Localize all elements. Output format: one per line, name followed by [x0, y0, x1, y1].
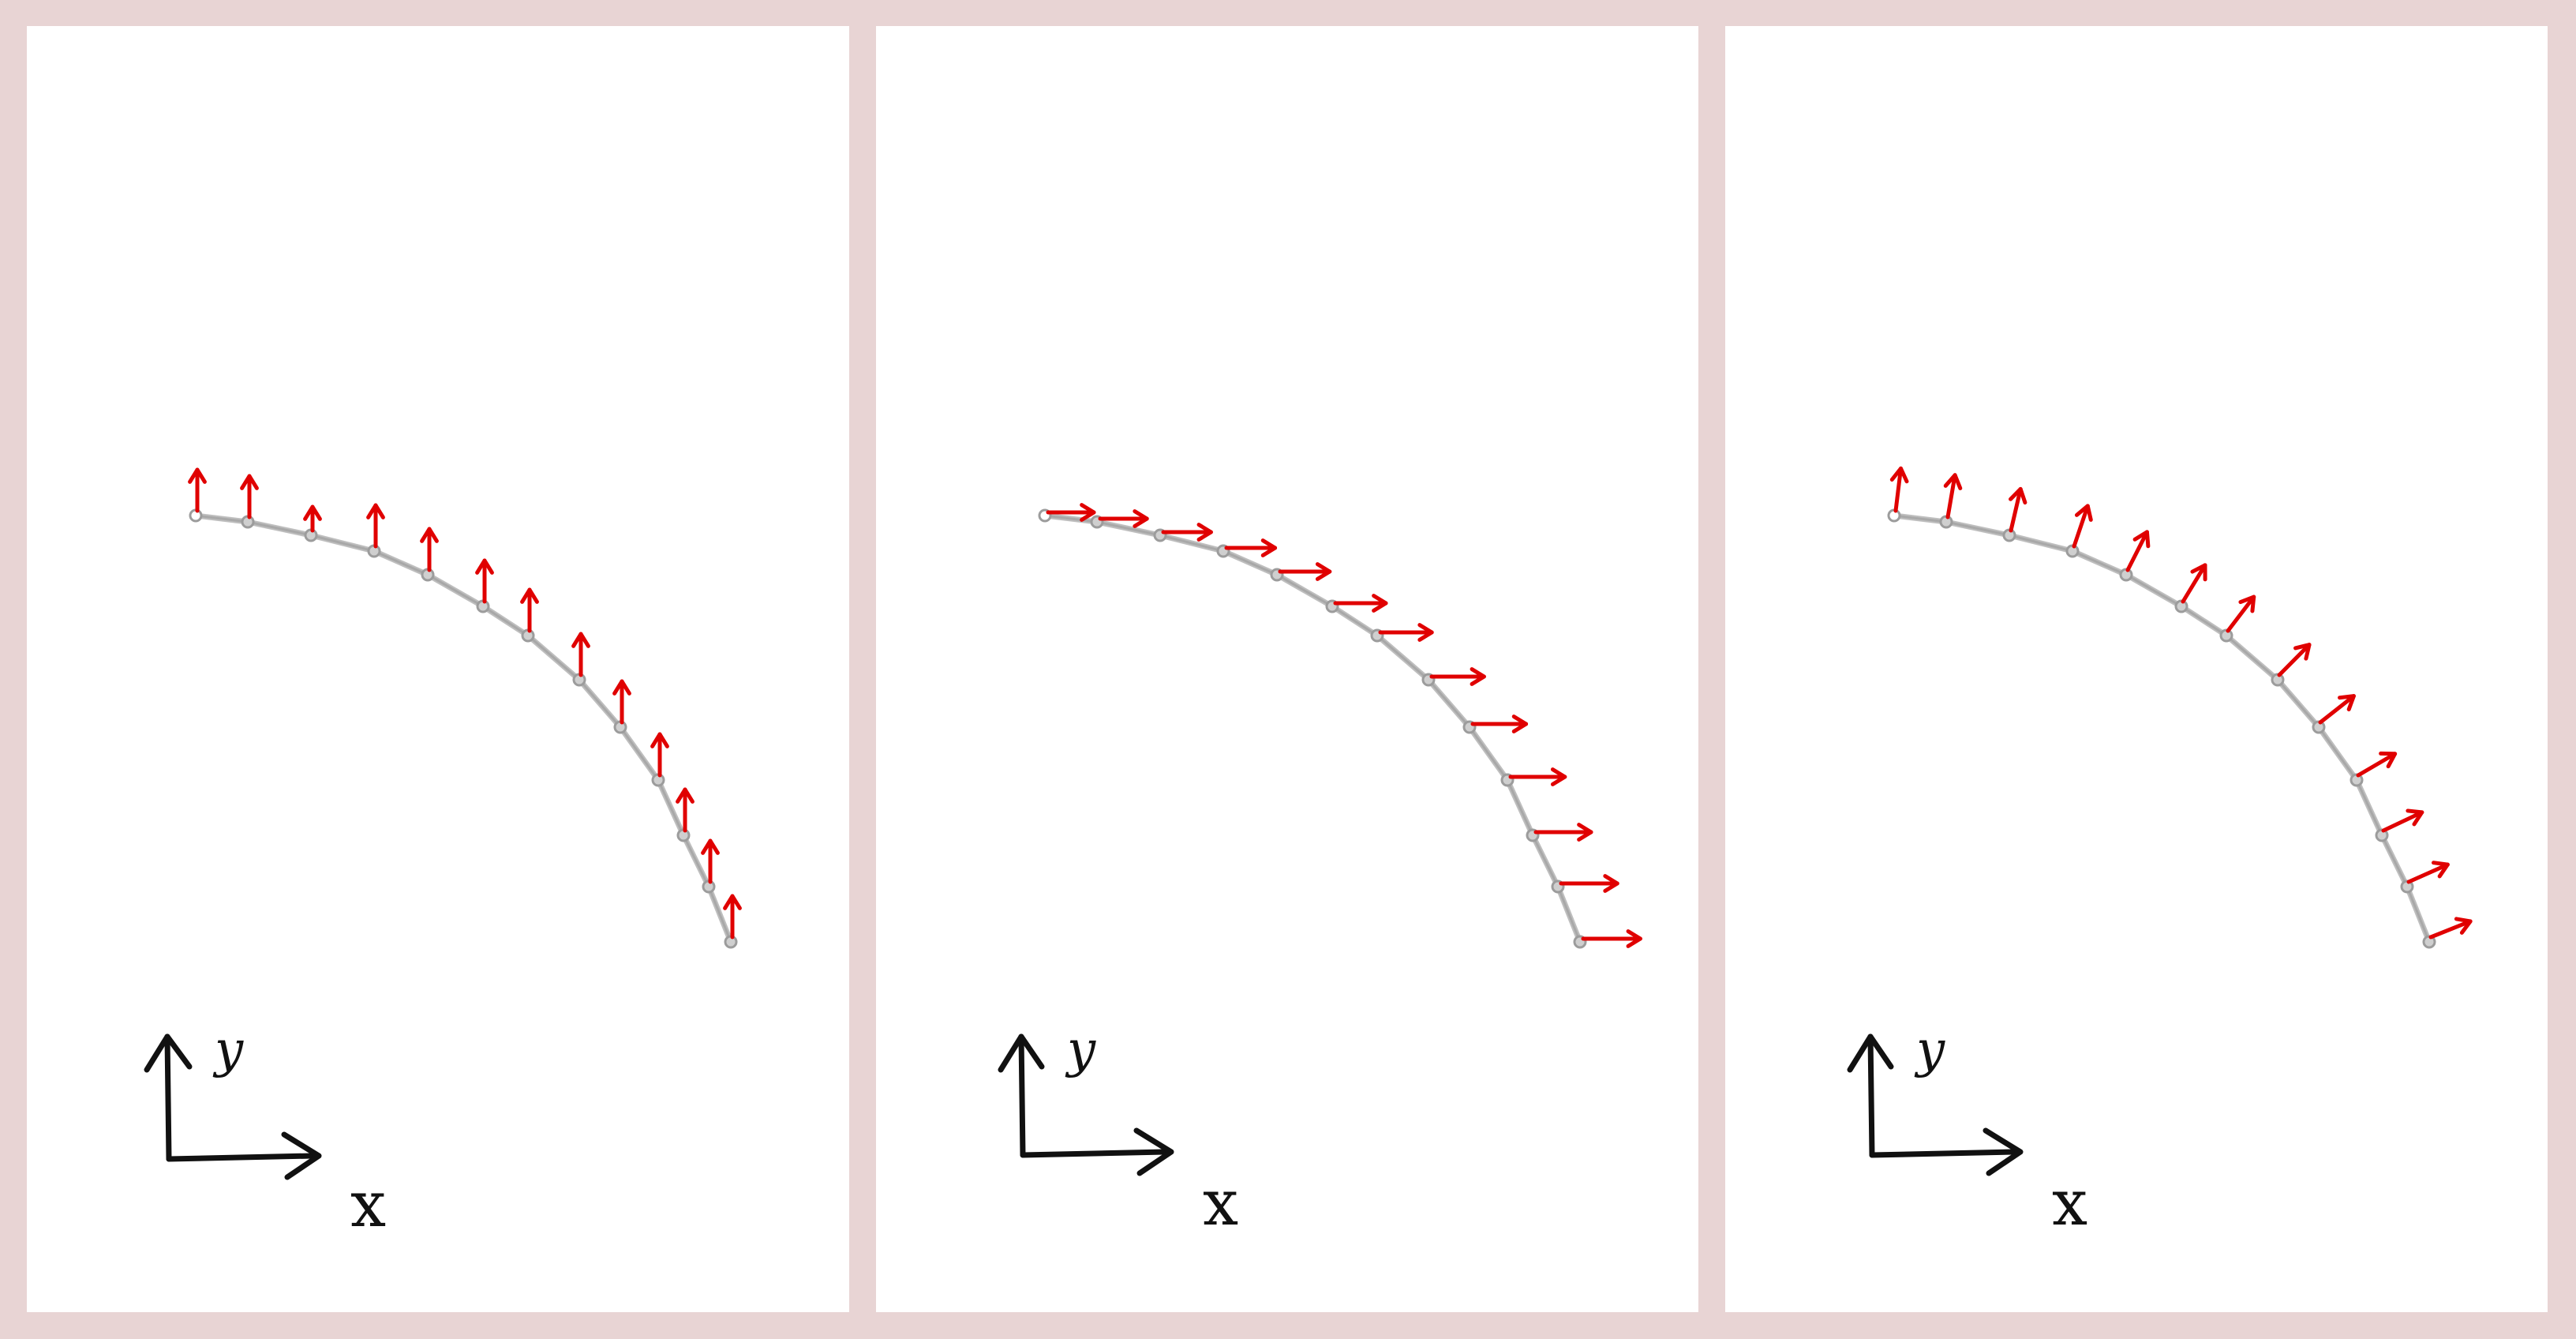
curve-guide-line — [1044, 514, 1582, 943]
vector-arrow — [723, 894, 742, 940]
curve-body — [1042, 512, 1583, 945]
vector-arrow — [1943, 473, 1963, 519]
y-axis-line — [1018, 1033, 1026, 1158]
vector-arrow — [475, 558, 494, 604]
vector-arrow — [1098, 509, 1149, 528]
coordinate-axes-left: y x — [144, 1021, 386, 1241]
vector-arrow — [676, 787, 695, 833]
vector-arrow — [240, 474, 259, 519]
panel-right-canvas: y x — [1847, 466, 2473, 1240]
vector-arrow — [520, 587, 539, 633]
panel-middle-canvas: y x — [998, 503, 1642, 1240]
vector-arrow — [650, 732, 669, 778]
vector-arrow — [2318, 694, 2356, 725]
vector-arrow — [303, 504, 322, 533]
x-axis-arrowhead — [281, 1131, 322, 1180]
vector-arrow — [1533, 823, 1593, 842]
vector-arrow — [1470, 715, 1529, 733]
y-axis-label: y — [1065, 1021, 1096, 1079]
vector-arrows-left — [188, 467, 742, 940]
curve-guide-line — [1893, 514, 2431, 943]
vector-arrow — [1333, 594, 1388, 613]
y-axis-arrowhead — [998, 1033, 1045, 1073]
vector-arrow — [2125, 530, 2151, 572]
vector-arrow — [2072, 504, 2093, 549]
vector-arrows-middle — [1046, 503, 1642, 948]
vector-arrow — [2406, 861, 2450, 884]
vector-arrow — [701, 838, 720, 884]
coordinate-axes-middle: y x — [998, 1021, 1238, 1240]
y-axis-line — [164, 1033, 172, 1162]
vector-arrow — [2277, 643, 2312, 677]
curve-body — [1891, 512, 2432, 945]
vector-arrow — [2381, 808, 2424, 833]
vector-arrow — [420, 527, 439, 572]
vector-arrow — [2356, 751, 2398, 778]
x-axis-label: x — [1203, 1166, 1238, 1240]
vector-arrow — [366, 503, 385, 549]
y-axis-label: y — [212, 1021, 244, 1079]
x-axis-label: x — [350, 1168, 386, 1241]
x-axis-arrowhead — [1133, 1127, 1174, 1176]
y-axis-label: y — [1914, 1021, 1945, 1079]
panel-left: y x — [27, 26, 849, 1312]
vector-arrow — [2226, 594, 2256, 633]
x-axis-arrowhead — [1983, 1127, 2024, 1176]
x-axis-line — [166, 1153, 316, 1162]
curve-body — [193, 512, 734, 945]
x-axis-label: x — [2052, 1166, 2087, 1240]
vector-arrows-right — [1889, 466, 2473, 940]
vector-arrow — [2009, 486, 2027, 533]
x-axis-line — [1869, 1149, 2017, 1158]
coordinate-axes-right: y x — [1847, 1021, 2087, 1240]
vector-arrow — [612, 679, 631, 725]
vector-arrow — [1224, 538, 1278, 557]
vector-arrow — [1508, 767, 1567, 786]
panel-right: y x — [1725, 26, 2548, 1312]
curve-guide-line — [195, 514, 732, 943]
panel-left-canvas: y x — [144, 467, 742, 1241]
panel-middle: y x — [876, 26, 1698, 1312]
vector-arrow — [1278, 562, 1332, 581]
vector-arrow — [1581, 929, 1642, 948]
vector-arrow — [1378, 623, 1434, 642]
vector-arrow — [1559, 874, 1619, 893]
vector-arrow — [571, 632, 590, 677]
curve-left — [189, 508, 738, 949]
vector-arrow — [1046, 503, 1096, 522]
vector-arrow — [1161, 523, 1213, 542]
vector-arrow — [2428, 917, 2473, 940]
curve-middle — [1038, 508, 1587, 949]
y-axis-arrowhead — [1847, 1033, 1894, 1073]
vector-arrow — [1429, 667, 1486, 686]
curve-right — [1887, 508, 2436, 949]
vector-arrow — [2181, 563, 2207, 604]
vector-arrow — [1889, 466, 1909, 513]
vector-arrow — [188, 467, 207, 513]
x-axis-line — [1020, 1149, 1168, 1158]
y-axis-arrowhead — [144, 1033, 193, 1073]
y-axis-line — [1867, 1033, 1875, 1158]
